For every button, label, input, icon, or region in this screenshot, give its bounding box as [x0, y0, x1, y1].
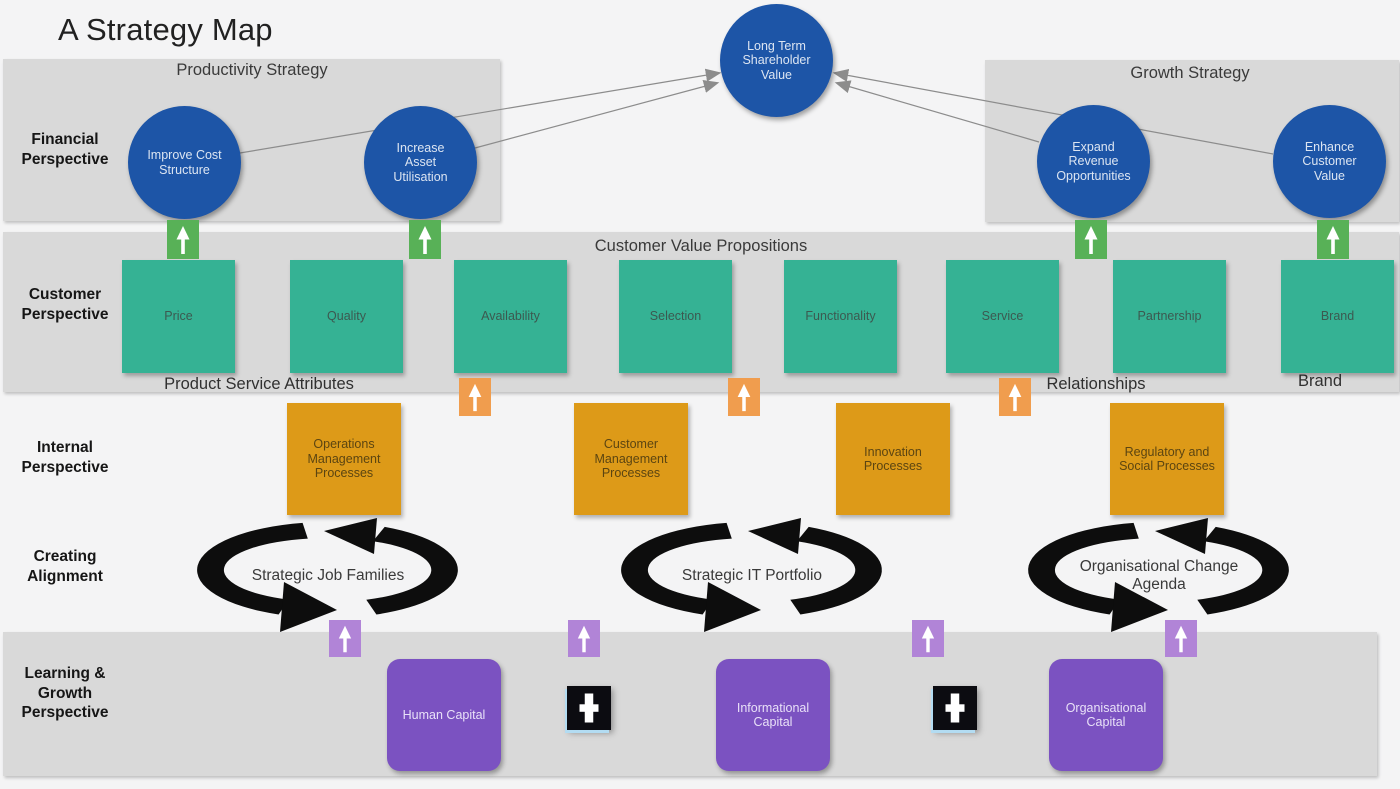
connector-improve-cost-to-shareholder — [239, 68, 722, 154]
box-innovation-processes: Innovation Processes — [836, 403, 950, 515]
financial-perspective-row-label: Financial Perspective — [21, 131, 109, 168]
node-enhance-customer-value: Enhance Customer Value — [1273, 105, 1386, 218]
box-functionality: Functionality — [784, 260, 897, 373]
learning-growth-row-label: Learning & Growth Perspective — [21, 665, 109, 721]
purple-up-arrow-icon — [1165, 620, 1197, 657]
green-up-arrow-icon — [1317, 220, 1349, 259]
box-partnership: Partnership — [1113, 260, 1226, 373]
box-organisational-capital: Organisational Capital — [1049, 659, 1163, 771]
orange-up-arrow-icon — [999, 378, 1031, 416]
connector-enhance-customer-to-shareholder — [832, 68, 1274, 155]
plus-icon — [567, 686, 611, 730]
customer-value-propositions-label: Customer Value Propositions — [594, 237, 808, 255]
purple-up-arrow-icon — [329, 620, 361, 657]
box-quality: Quality — [290, 260, 403, 373]
box-customer-management-processes: Customer Management Processes — [574, 403, 688, 515]
creating-alignment-row-label: Creating Alignment — [27, 548, 103, 585]
connector-expand-revenue-to-shareholder — [834, 80, 1040, 143]
product-service-attributes-label: Product Service Attributes — [164, 375, 354, 393]
cycle-strategic-it-portfolio: Strategic IT Portfolio — [620, 518, 884, 634]
connector-asset-utilisation-to-shareholder — [474, 80, 720, 149]
productivity-strategy-label: Productivity Strategy — [176, 61, 328, 79]
green-up-arrow-icon — [1075, 220, 1107, 259]
green-up-arrow-icon — [167, 220, 199, 259]
node-improve-cost-structure: Improve Cost Structure — [128, 106, 241, 219]
node-long-term-shareholder-value: Long Term Shareholder Value — [720, 4, 833, 117]
relationships-label: Relationships — [1046, 375, 1146, 393]
box-service: Service — [946, 260, 1059, 373]
brand-group-label: Brand — [1297, 372, 1343, 390]
orange-up-arrow-icon — [728, 378, 760, 416]
box-regulatory-social-processes: Regulatory and Social Processes — [1110, 403, 1224, 515]
cycle-organisational-change-agenda: Organisational Change Agenda — [1027, 518, 1291, 634]
internal-perspective-row-label: Internal Perspective — [21, 439, 109, 476]
cycle-arrows-icon — [621, 518, 882, 632]
green-up-arrow-icon — [409, 220, 441, 259]
cycle-arrows-icon — [197, 518, 458, 632]
cycle-strategic-job-families: Strategic Job Families — [196, 518, 460, 634]
growth-strategy-label: Growth Strategy — [1130, 64, 1250, 82]
purple-up-arrow-icon — [912, 620, 944, 657]
page-title: A Strategy Map — [58, 12, 273, 47]
purple-up-arrow-icon — [568, 620, 600, 657]
box-operations-management-processes: Operations Management Processes — [287, 403, 401, 515]
box-price: Price — [122, 260, 235, 373]
node-increase-asset-utilisation: Increase Asset Utilisation — [364, 106, 477, 219]
box-brand: Brand — [1281, 260, 1394, 373]
plus-icon — [933, 686, 977, 730]
box-human-capital: Human Capital — [387, 659, 501, 771]
node-expand-revenue-opportunities: Expand Revenue Opportunities — [1037, 105, 1150, 218]
box-informational-capital: Informational Capital — [716, 659, 830, 771]
customer-perspective-row-label: Customer Perspective — [21, 286, 109, 323]
box-selection: Selection — [619, 260, 732, 373]
cycle-arrows-icon — [1028, 518, 1289, 632]
box-availability: Availability — [454, 260, 567, 373]
orange-up-arrow-icon — [459, 378, 491, 416]
